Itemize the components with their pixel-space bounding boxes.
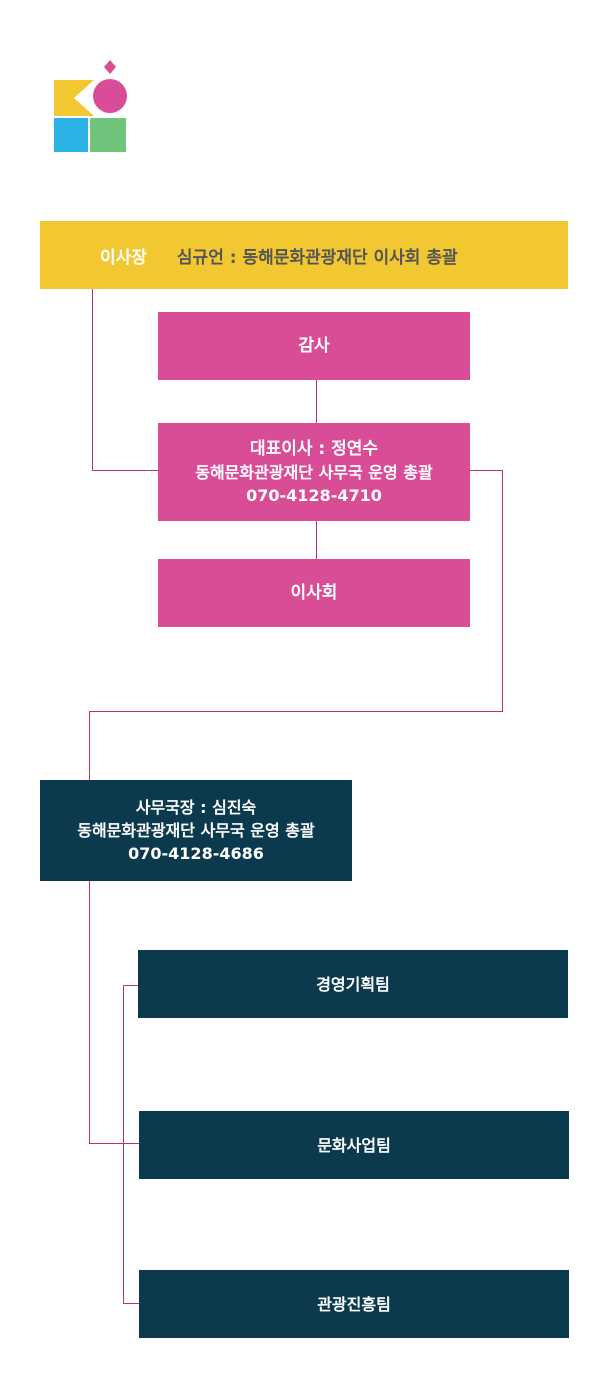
- secretary-box: 사무국장 : 심진숙 동해문화관광재단 사무국 운영 총괄 070-4128-4…: [40, 780, 352, 881]
- secretary-phone: 070-4128-4686: [128, 844, 264, 863]
- connector-chairman-down: [92, 289, 93, 471]
- logo-blue-square: [54, 118, 88, 152]
- team-box-tourism: 관광진흥팀: [139, 1270, 569, 1338]
- connector-to-secretary: [89, 711, 90, 780]
- connector-chairman-ceo: [92, 470, 158, 471]
- connector-ceo-board: [316, 521, 317, 559]
- connector-to-team2: [89, 1143, 139, 1144]
- chairman-box: 이사장 심규언 : 동해문화관광재단 이사회 총괄: [40, 221, 568, 289]
- board-box: 이사회: [158, 559, 470, 627]
- board-label: 이사회: [290, 583, 338, 603]
- connector-team-bracket: [123, 985, 124, 1304]
- logo-circle: [93, 79, 127, 113]
- ceo-desc: 동해문화관광재단 사무국 운영 총괄: [195, 463, 433, 482]
- auditor-box: 감사: [158, 312, 470, 380]
- team-box-culture: 문화사업팀: [139, 1111, 569, 1179]
- ceo-title: 대표이사 : 정연수: [249, 439, 379, 459]
- chairman-role: 이사장: [100, 247, 147, 268]
- connector-to-team3: [123, 1303, 139, 1304]
- foundation-logo: [54, 60, 127, 152]
- logo-diamond: [104, 60, 116, 74]
- team-label: 관광진흥팀: [317, 1294, 391, 1314]
- connector-to-team1: [123, 985, 138, 986]
- logo-green-shape-2: [90, 118, 126, 152]
- connector-secretary-down: [89, 881, 90, 1144]
- connector-across: [89, 711, 503, 712]
- secretary-desc: 동해문화관광재단 사무국 운영 총괄: [77, 821, 315, 840]
- team-label: 문화사업팀: [317, 1135, 391, 1155]
- team-label: 경영기획팀: [316, 974, 390, 994]
- connector-ceo-right: [470, 470, 503, 471]
- ceo-box: 대표이사 : 정연수 동해문화관광재단 사무국 운영 총괄 070-4128-4…: [158, 423, 470, 521]
- chairman-detail: 심규언 : 동해문화관광재단 이사회 총괄: [176, 247, 458, 268]
- auditor-label: 감사: [298, 336, 330, 356]
- secretary-title: 사무국장 : 심진숙: [135, 798, 257, 817]
- team-box-planning: 경영기획팀: [138, 950, 568, 1018]
- logo-yellow-shape: [54, 80, 94, 116]
- connector-auditor-ceo: [316, 380, 317, 423]
- ceo-phone: 070-4128-4710: [246, 486, 382, 505]
- connector-right-down: [502, 470, 503, 712]
